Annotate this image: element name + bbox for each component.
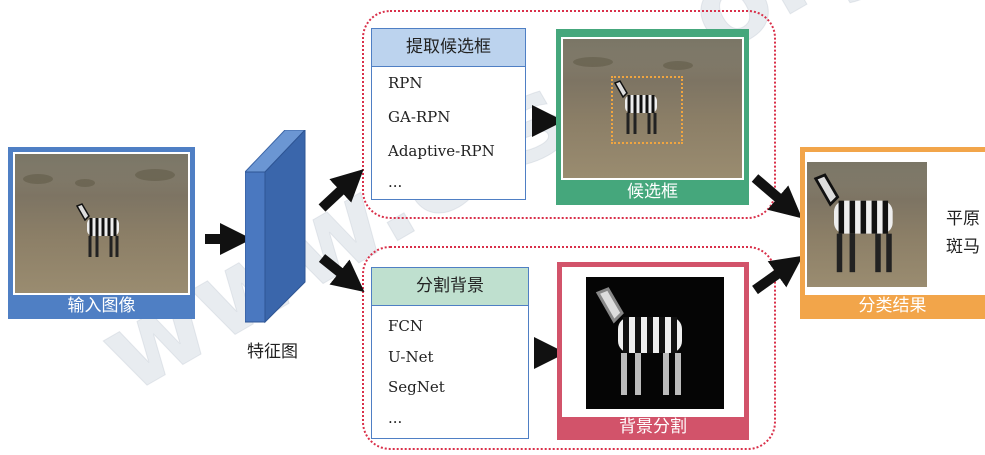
arrow-proposal-to-result [751,174,803,219]
result-label-line2: 斑马 [946,237,980,257]
segment-method-item: ... [388,409,403,427]
zebra-image [813,173,893,273]
proposal-branch-outline [362,10,776,219]
input-photo [13,152,190,295]
proposal-method-item: Adaptive-RPN [388,142,495,160]
input-image-panel: 输入图像 [8,147,195,319]
proposal-method-item: GA-RPN [388,108,451,126]
zebra-image [595,287,682,395]
segment-output-caption: 背景分割 [619,417,687,437]
arrow-feature-to-proposal [318,169,364,212]
proposal-method-item: ... [388,173,403,191]
segment-photo [562,267,744,417]
proposal-method-item: RPN [388,74,423,92]
result-photo [807,162,927,287]
result-label-line1: 平原 [946,209,980,229]
segment-output-panel: 背景分割 [557,262,749,440]
proposal-methods-box: 提取候选框 RPN GA-RPN Adaptive-RPN ... [371,28,526,200]
segment-branch-outline [362,246,776,450]
segment-method-item: U-Net [388,348,434,366]
proposal-methods-title: 提取候选框 [372,29,525,67]
arrow-segment-to-result [752,255,804,295]
feature-map-label: 特征图 [247,342,298,362]
segment-method-item: SegNet [388,378,445,396]
feature-map-block [245,130,306,324]
proposal-photo [561,37,744,180]
segment-methods-box: 分割背景 FCN U-Net SegNet ... [371,267,529,439]
arrow-feature-to-segment [318,254,365,292]
result-inner: 平原 斑马 [805,152,985,295]
zebra-image [613,80,657,134]
result-panel: 平原 斑马 分类结果 [800,147,985,319]
proposal-bounding-box [611,76,683,144]
result-caption: 分类结果 [858,296,927,316]
zebra-image [75,203,119,257]
segment-methods-title: 分割背景 [372,268,528,306]
segment-method-item: FCN [388,317,424,335]
proposal-output-caption: 候选框 [627,182,678,202]
proposal-output-panel: 候选框 [556,29,749,205]
input-caption: 输入图像 [67,296,136,316]
